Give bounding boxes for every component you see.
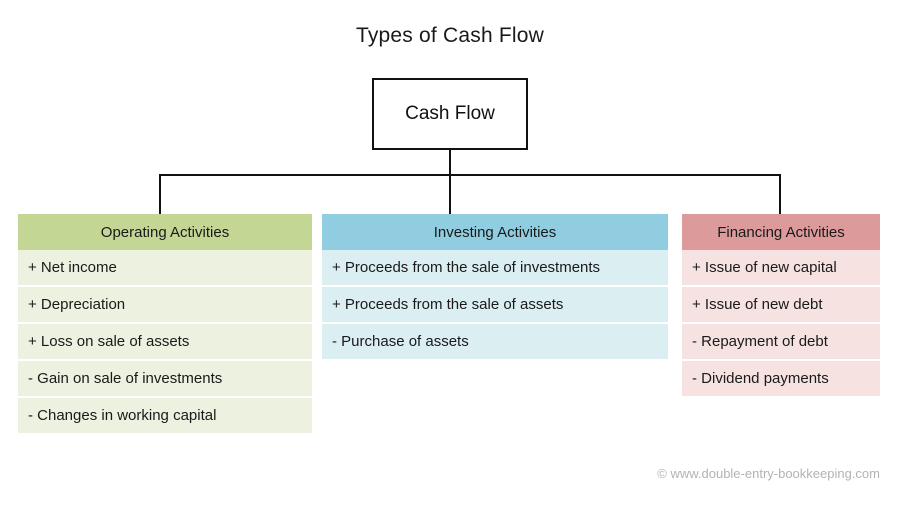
connector-drop-operating bbox=[159, 174, 161, 214]
row-operating: - Gain on sale of investments bbox=[18, 361, 312, 398]
row-financing: + Issue of new capital bbox=[682, 250, 880, 287]
row-financing: - Dividend payments bbox=[682, 361, 880, 398]
column-rows-operating: + Net income+ Depreciation+ Loss on sale… bbox=[18, 250, 312, 435]
connector-drop-financing bbox=[779, 174, 781, 214]
root-node-label: Cash Flow bbox=[405, 103, 495, 124]
column-header-financing: Financing Activities bbox=[682, 214, 880, 250]
row-operating: + Depreciation bbox=[18, 287, 312, 324]
column-header-investing: Investing Activities bbox=[322, 214, 668, 250]
connector-stem-top bbox=[449, 150, 451, 176]
connector-horizontal-bar bbox=[159, 174, 781, 176]
row-investing: + Proceeds from the sale of investments bbox=[322, 250, 668, 287]
row-investing: - Purchase of assets bbox=[322, 324, 668, 361]
footer-credit: © www.double-entry-bookkeeping.com bbox=[657, 466, 880, 481]
column-header-operating: Operating Activities bbox=[18, 214, 312, 250]
row-operating: + Net income bbox=[18, 250, 312, 287]
page-title: Types of Cash Flow bbox=[355, 24, 544, 47]
column-investing-activities: Investing Activities + Proceeds from the… bbox=[322, 214, 668, 361]
root-node-cash-flow: Cash Flow bbox=[372, 78, 528, 150]
row-operating: - Changes in working capital bbox=[18, 398, 312, 435]
column-operating-activities: Operating Activities + Net income+ Depre… bbox=[18, 214, 312, 435]
column-financing-activities: Financing Activities + Issue of new capi… bbox=[682, 214, 880, 398]
row-financing: - Repayment of debt bbox=[682, 324, 880, 361]
row-investing: + Proceeds from the sale of assets bbox=[322, 287, 668, 324]
row-financing: + Issue of new debt bbox=[682, 287, 880, 324]
row-operating: + Loss on sale of assets bbox=[18, 324, 312, 361]
connector-drop-investing bbox=[449, 174, 451, 214]
column-rows-financing: + Issue of new capital+ Issue of new deb… bbox=[682, 250, 880, 398]
column-rows-investing: + Proceeds from the sale of investments+… bbox=[322, 250, 668, 361]
